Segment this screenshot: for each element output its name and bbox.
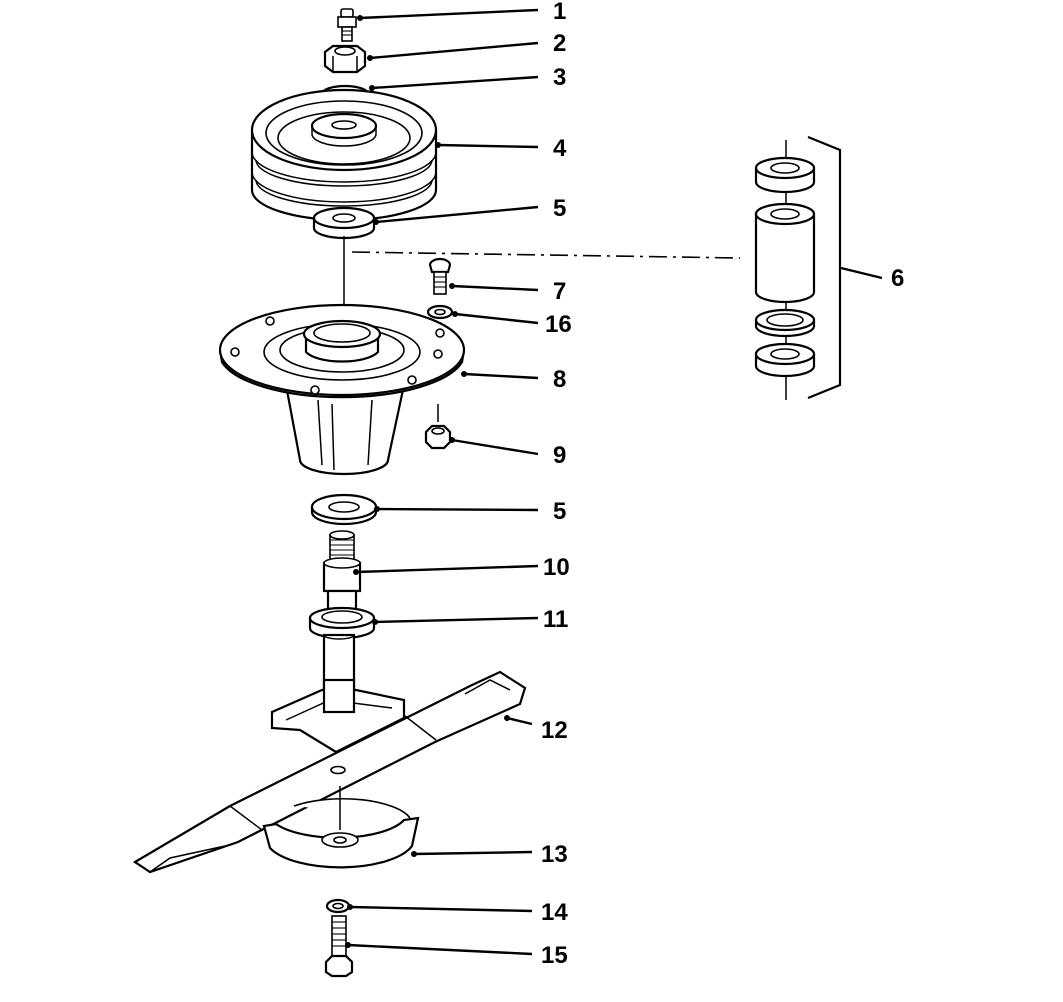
blade-bolt-part-15 [324, 915, 354, 978]
callout-4: 4 [553, 135, 567, 162]
callout-6: 6 [891, 265, 904, 292]
callout-8: 8 [553, 366, 566, 393]
callout-14: 14 [541, 899, 568, 926]
callout-13: 13 [541, 841, 568, 868]
callout-9: 9 [553, 442, 566, 469]
callout-12: 12 [541, 717, 568, 744]
nut-part-9 [424, 424, 452, 450]
callout-11: 11 [543, 606, 568, 633]
callout-16: 16 [545, 311, 572, 338]
bearing-kit-reference-line [351, 251, 741, 259]
pulley-part-4 [250, 88, 438, 222]
spindle-shaft-part-10 [322, 530, 362, 611]
leader-lines [345, 8, 883, 956]
callout-3: 3 [553, 64, 566, 91]
lock-washer-part-16 [426, 304, 454, 320]
blade-part-12 [132, 670, 527, 874]
callout-labels: 1 2 3 4 5 6 7 16 8 9 5 10 11 12 13 14 15 [541, 0, 904, 969]
spacer-part-5-lower [310, 493, 378, 526]
spindle-housing-part-8 [218, 303, 466, 476]
callout-2: 2 [553, 30, 566, 57]
bolt-part-7 [428, 257, 452, 295]
callout-1: 1 [553, 0, 566, 25]
callout-5-lower: 5 [553, 498, 566, 525]
callout-15: 15 [541, 942, 568, 969]
bearing-kit-part-6 [754, 135, 842, 400]
callout-5-upper: 5 [553, 195, 566, 222]
grease-fitting-part-1 [337, 8, 357, 42]
hex-nut-part-2 [323, 44, 367, 74]
callout-7: 7 [553, 278, 566, 305]
callout-10: 10 [543, 554, 570, 581]
washer-part-14 [325, 898, 351, 914]
blade-shield-part-13 [262, 797, 420, 869]
spacer-part-5-upper [312, 206, 376, 240]
